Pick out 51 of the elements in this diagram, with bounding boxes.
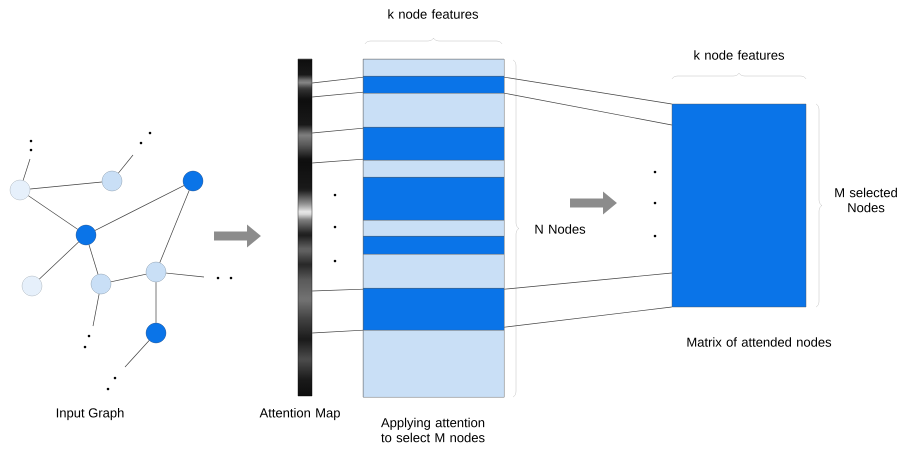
graph-node bbox=[10, 180, 30, 200]
feature-row bbox=[363, 93, 504, 128]
connector-line bbox=[504, 76, 672, 104]
graph-node bbox=[76, 224, 96, 246]
feature-row bbox=[363, 177, 504, 220]
graph-edge bbox=[39, 242, 79, 280]
feature-row bbox=[363, 59, 504, 76]
graph-node bbox=[146, 262, 166, 282]
connector-line bbox=[312, 330, 364, 334]
node-label: Attention Map bbox=[260, 408, 340, 420]
feature-row bbox=[363, 220, 504, 236]
graph-edge bbox=[22, 158, 30, 181]
graph-node bbox=[22, 276, 42, 296]
graph-node bbox=[146, 322, 166, 344]
graph-edge bbox=[28, 195, 78, 230]
node-label: Applying attention to select M nodes bbox=[381, 418, 485, 442]
graph-edge bbox=[92, 294, 100, 326]
graph-edge bbox=[30, 182, 102, 190]
graph-edge bbox=[160, 190, 190, 263]
attention-map-bar bbox=[298, 58, 312, 396]
connector-line bbox=[504, 92, 672, 126]
node-label: k node features bbox=[694, 50, 784, 60]
connector-line bbox=[504, 272, 672, 290]
connector-line bbox=[312, 92, 364, 98]
connector-line bbox=[312, 76, 364, 84]
node-label: M selected Nodes bbox=[835, 188, 897, 212]
feature-row bbox=[363, 76, 504, 94]
graph-edge bbox=[110, 274, 146, 282]
feature-row bbox=[363, 330, 504, 398]
connector-line bbox=[312, 288, 364, 292]
connector-line bbox=[312, 128, 364, 134]
graph-edge bbox=[166, 272, 204, 278]
graph-node bbox=[90, 274, 112, 294]
feature-row bbox=[363, 127, 504, 160]
feature-row bbox=[363, 236, 504, 254]
graph-node bbox=[182, 170, 204, 192]
graph-node bbox=[102, 170, 122, 192]
graph-edge bbox=[124, 340, 150, 368]
node-label: k node features bbox=[388, 9, 478, 19]
feature-row bbox=[363, 288, 504, 330]
feature-row bbox=[363, 254, 504, 288]
feature-row bbox=[363, 160, 504, 178]
attended-matrix bbox=[672, 104, 806, 308]
node-label: Matrix of attended nodes bbox=[687, 337, 832, 347]
graph-edge bbox=[94, 185, 184, 231]
connector-line bbox=[312, 158, 364, 164]
caption: Input Graph bbox=[56, 408, 124, 420]
node-label: N Nodes bbox=[535, 224, 586, 234]
graph-edge bbox=[118, 154, 134, 174]
graph-edge bbox=[88, 244, 98, 275]
connector-line bbox=[504, 306, 672, 328]
